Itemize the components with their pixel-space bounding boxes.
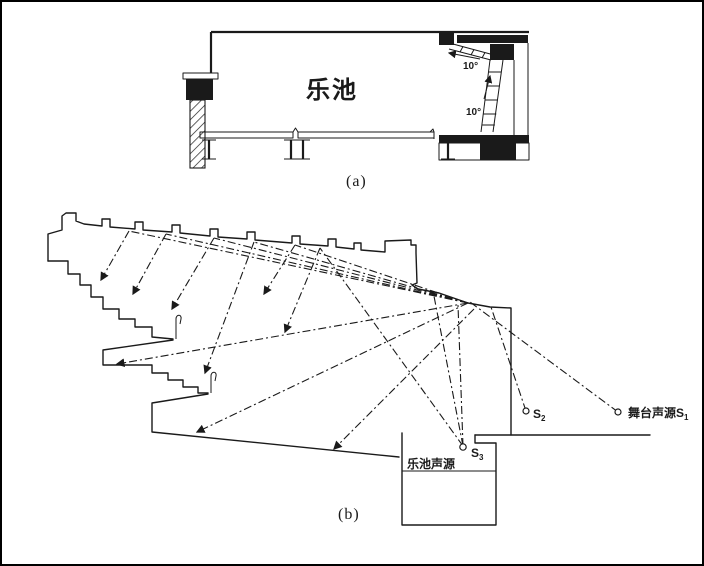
stage-source-label: 舞台声源S1: [627, 405, 689, 422]
orchestra-pit-box: [401, 432, 497, 526]
sound-ray: [213, 237, 469, 304]
hatched-column: [189, 99, 206, 169]
room-label: 乐池: [306, 77, 358, 104]
platform-plank-right: [297, 131, 435, 139]
angle-arrow-top: [447, 50, 481, 60]
stage-source-marker: [614, 408, 622, 416]
s2-source-marker: [522, 407, 530, 415]
main-floor-outline: [151, 393, 400, 458]
s2-source-label: S2: [533, 407, 546, 423]
floor-supports: [202, 139, 455, 160]
sound-ray-long: [115, 302, 469, 368]
pit-source-marker: [459, 443, 467, 451]
pit-front-black-cell: [480, 143, 516, 160]
hall-ceiling-outline: [47, 212, 512, 436]
left-wall-black-block: [186, 79, 213, 100]
soffit-black-block-left: [439, 33, 454, 45]
top-black-bar: [457, 35, 528, 43]
balcony2-rail: [210, 371, 217, 393]
sound-ray: [128, 230, 469, 304]
sound-ray-reflected: [171, 237, 215, 311]
floor-support: [202, 139, 216, 160]
sound-ray: [253, 241, 469, 304]
sound-ray: [294, 244, 469, 304]
right-structure: 10° 10°: [438, 33, 530, 161]
caption-a: (a): [346, 173, 367, 190]
sound-ray-reflected: [132, 233, 167, 296]
ray-from-stage-source: [469, 301, 619, 413]
sound-ray-reflected: [263, 244, 296, 296]
balcony2-outline: [102, 339, 209, 394]
sound-ray-reflected: [203, 241, 255, 375]
floor-support: [296, 139, 310, 160]
plank-right-hook: [429, 128, 435, 139]
left-ledge: [182, 72, 219, 80]
panel-a: 乐池: [182, 30, 530, 190]
seating-tiers-outline: [47, 260, 174, 340]
sound-ray-reflected: [283, 247, 321, 334]
stage-floor-black-bar: [439, 135, 529, 143]
angle-label-bottom: 10°: [466, 107, 481, 118]
balcony1-rail: [175, 314, 182, 339]
platform-plank-left: [199, 131, 294, 139]
sound-ray: [165, 233, 469, 304]
caption-b: (b): [338, 506, 360, 523]
ray-from-s3: [432, 290, 464, 447]
soffit-band-lower: [480, 59, 504, 133]
soffit-black-block-right: [490, 44, 514, 60]
ray-from-s3: [457, 304, 464, 447]
angle-arrow-bottom: [483, 74, 493, 100]
platform-floor: [199, 127, 435, 139]
angle-label-top: 10°: [463, 61, 478, 72]
panel-b: 舞台声源S1 S2 S3 乐池声源 (b): [47, 212, 689, 526]
sound-rays: [100, 230, 619, 450]
s3-source-label: S3: [471, 446, 484, 462]
sound-ray-long: [195, 302, 469, 433]
sound-ray-long: [333, 308, 475, 450]
pit-source-label: 乐池声源: [407, 456, 455, 471]
plank-notch: [292, 127, 299, 133]
sound-ray-reflected: [100, 230, 130, 282]
ray-from-s2: [490, 306, 527, 412]
floor-support: [284, 139, 298, 160]
sound-ray: [319, 247, 464, 447]
